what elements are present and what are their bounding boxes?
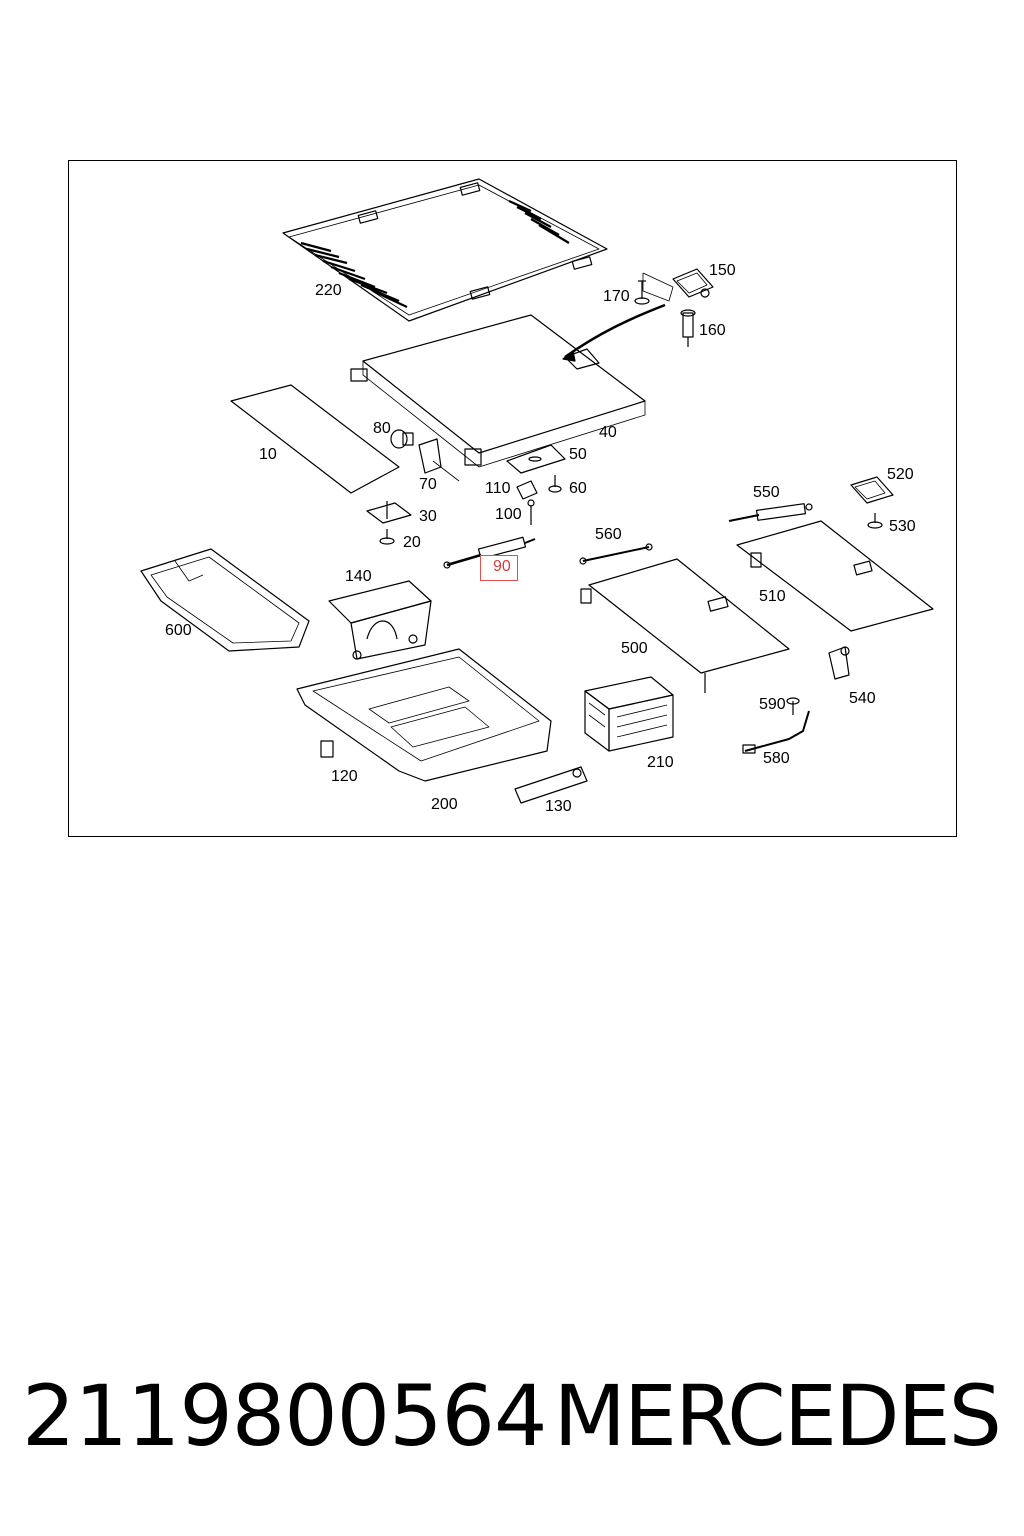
clip-120 xyxy=(320,740,334,758)
callout-130: 130 xyxy=(545,798,572,815)
bumper-80 xyxy=(390,429,414,449)
cover-panel-500 xyxy=(580,558,790,693)
floor-mat-220 xyxy=(282,178,608,322)
callout-550: 550 xyxy=(753,484,780,501)
callout-160: 160 xyxy=(699,322,726,339)
callout-520: 520 xyxy=(887,466,914,483)
callout-500: 500 xyxy=(621,640,648,657)
callout-210: 210 xyxy=(647,754,674,771)
callout-120: 120 xyxy=(331,768,358,785)
bracket-140 xyxy=(328,580,432,660)
callout-540: 540 xyxy=(849,690,876,707)
cargo-tray-200 xyxy=(296,648,552,782)
plate-50 xyxy=(506,444,566,474)
callout-50: 50 xyxy=(569,446,587,463)
bracket-540 xyxy=(828,646,850,680)
callout-80: 80 xyxy=(373,420,391,437)
parts-drawing xyxy=(140,178,934,804)
callout-110: 110 xyxy=(485,480,511,497)
callout-40: 40 xyxy=(599,424,617,441)
callout-70: 70 xyxy=(419,476,437,493)
screw-60 xyxy=(548,475,562,493)
gas-strut-550 xyxy=(728,503,813,522)
callout-60: 60 xyxy=(569,480,587,497)
callout-200: 200 xyxy=(431,796,458,813)
load-floor-panel-40 xyxy=(350,303,666,468)
crate-210 xyxy=(584,676,674,752)
strut-560 xyxy=(579,543,653,565)
bolt-100 xyxy=(527,499,535,525)
callout-140: 140 xyxy=(345,568,372,585)
screw-530 xyxy=(867,513,883,529)
storage-tray-600 xyxy=(140,548,310,652)
hinge-70 xyxy=(418,438,460,482)
callout-10: 10 xyxy=(259,446,277,463)
callout-30: 30 xyxy=(419,508,437,525)
latch-520 xyxy=(850,476,894,504)
parts-diagram: 220 150 170 160 40 10 80 70 50 110 60 30… xyxy=(68,160,957,837)
rod-580 xyxy=(742,710,810,754)
callout-170: 170 xyxy=(603,288,630,305)
callout-560: 560 xyxy=(595,526,622,543)
callout-90-highlighted: 90 xyxy=(480,555,518,581)
callout-590: 590 xyxy=(759,696,786,713)
clip-110 xyxy=(516,480,538,500)
part-number: 2119800564 xyxy=(22,1367,547,1465)
footer-caption: 2119800564 MERCEDES xyxy=(0,1370,1024,1470)
callout-600: 600 xyxy=(165,622,192,639)
callout-100: 100 xyxy=(495,506,522,523)
callout-220: 220 xyxy=(315,282,342,299)
screw-590 xyxy=(786,697,800,715)
screw-170 xyxy=(634,280,650,305)
screw-20 xyxy=(379,529,395,545)
bracket-30 xyxy=(366,501,412,524)
cover-panel-10 xyxy=(230,384,400,494)
brand-name: MERCEDES xyxy=(553,1367,1002,1465)
cover-panel-510 xyxy=(736,520,934,632)
callout-580: 580 xyxy=(763,750,790,767)
callout-510: 510 xyxy=(759,588,786,605)
latch-150 xyxy=(642,268,714,302)
lamp-130 xyxy=(514,766,588,804)
callout-20: 20 xyxy=(403,534,421,551)
gas-strut-90 xyxy=(443,536,536,569)
pin-160 xyxy=(680,309,696,347)
callout-530: 530 xyxy=(889,518,916,535)
callout-150: 150 xyxy=(709,262,736,279)
